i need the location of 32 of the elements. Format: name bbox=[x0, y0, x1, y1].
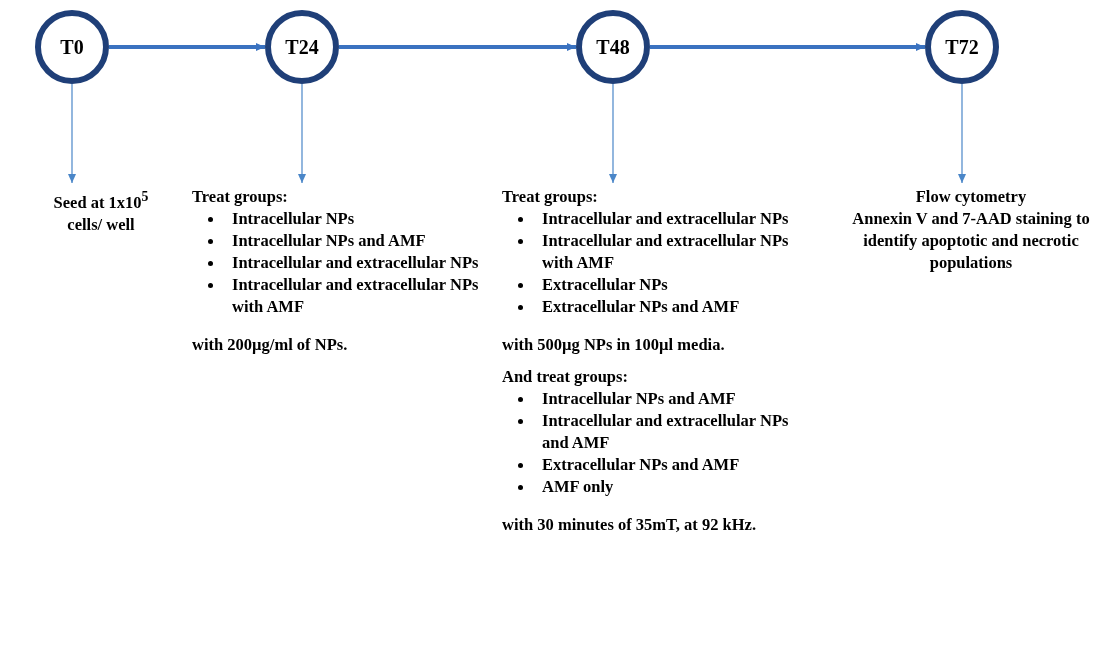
step-note: with 500µg NPs in 100µl media. bbox=[502, 334, 726, 356]
arrow bbox=[298, 83, 306, 184]
step-heading: Seed at 1x10$^{5}$ cells/ well bbox=[52, 188, 150, 236]
bullet-item: Intracellular and extracellular NPs and AMF bbox=[518, 410, 792, 454]
bullet-item: Intracellular and extracellular NPs bbox=[518, 208, 792, 230]
bullet-item: Extracellular NPs and AMF bbox=[518, 296, 792, 318]
step-note: Annexin V and 7-AAD staining to identify apoptotic and necrotic populations bbox=[851, 208, 1091, 274]
bullet-item: Extracellular NPs and AMF bbox=[518, 454, 792, 476]
step-heading: Treat groups: bbox=[192, 186, 289, 208]
timepoint-label: T0 bbox=[60, 35, 84, 59]
step-note: with 30 minutes of 35mT, at 92 kHz. bbox=[502, 514, 758, 536]
bullet-item: Intracellular NPs and AMF bbox=[208, 230, 482, 252]
bullet-item: Intracellular and extracellular NPs with AMF bbox=[208, 274, 482, 318]
timepoint-label: T72 bbox=[945, 35, 979, 59]
bullet-item: Intracellular NPs bbox=[208, 208, 482, 230]
arrow bbox=[109, 43, 265, 51]
step-note: with 200µg/ml of NPs. bbox=[192, 334, 349, 356]
arrow bbox=[958, 83, 966, 184]
bullet-item: Extracellular NPs bbox=[518, 274, 792, 296]
bullet-item: AMF only bbox=[518, 476, 792, 498]
arrow bbox=[68, 83, 76, 184]
bullet-item: Intracellular and extracellular NPs bbox=[208, 252, 482, 274]
bullet-item: Intracellular and extracellular NPs with AMF bbox=[518, 230, 792, 274]
bullet-item: Intracellular NPs and AMF bbox=[518, 388, 792, 410]
timepoint-label: T24 bbox=[285, 35, 319, 59]
timepoint-label: T48 bbox=[596, 35, 630, 59]
arrow bbox=[650, 43, 925, 51]
step-heading: Treat groups: bbox=[502, 186, 599, 208]
arrow bbox=[339, 43, 576, 51]
step-note: And treat groups: bbox=[502, 366, 629, 388]
arrow bbox=[609, 83, 617, 184]
step-heading: Flow cytometry bbox=[914, 186, 1028, 208]
